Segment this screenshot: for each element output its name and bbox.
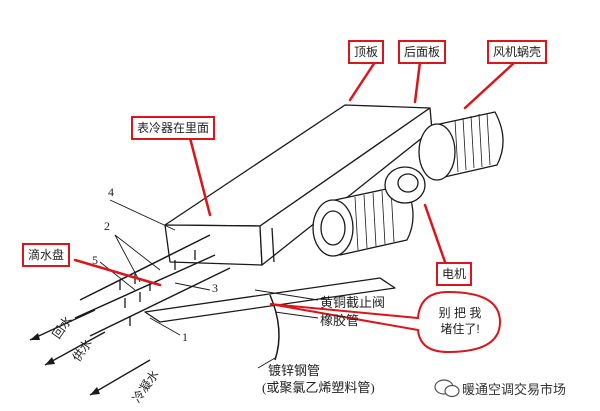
pointer-drip-tray: [73, 258, 162, 287]
water-pipes: [74, 234, 231, 337]
callout-drip-tray: 滴水盘: [22, 243, 71, 267]
callout-top-panel: 顶板: [348, 40, 385, 64]
label-galvanized-pipe: 镀锌钢管: [268, 363, 321, 378]
wechat-icon: [434, 379, 460, 398]
watermark-text: 暖通空调交易市场: [462, 382, 567, 397]
part-number-1: 1: [182, 330, 188, 344]
pointer-top-panel: [348, 60, 377, 102]
part-number-3: 3: [212, 281, 218, 295]
label-brass-valve: 黄铜截止阀: [320, 295, 386, 310]
callout-motor: 电机: [436, 262, 473, 286]
unit-front-face: [164, 224, 263, 266]
motor-body: [384, 166, 426, 204]
callout-rear-panel: 后面板: [398, 40, 447, 64]
pointer-motor: [423, 203, 447, 264]
pointer-fan-housing: [463, 60, 517, 110]
part-number-5: 5: [92, 253, 98, 267]
pointer-rear-panel: [413, 60, 422, 104]
bubble-text-line2: 堵住了!: [440, 322, 480, 336]
callout-fan-housing: 风机蜗壳: [487, 40, 548, 64]
speech-bubble: [269, 290, 502, 354]
callout-coil-inside: 表冷器在里面: [131, 116, 216, 140]
label-galvanized-pipe-alt: (或聚氯乙烯塑料管): [262, 380, 375, 395]
drip-tray: [144, 277, 396, 323]
bubble-text-line1: 别 把 我: [438, 306, 482, 320]
pointer-coil: [188, 136, 212, 217]
part-number-2: 2: [104, 219, 110, 233]
rubber-hose: [269, 294, 280, 361]
label-rubber-hose: 橡胶管: [320, 313, 360, 328]
part-number-4: 4: [108, 185, 114, 199]
